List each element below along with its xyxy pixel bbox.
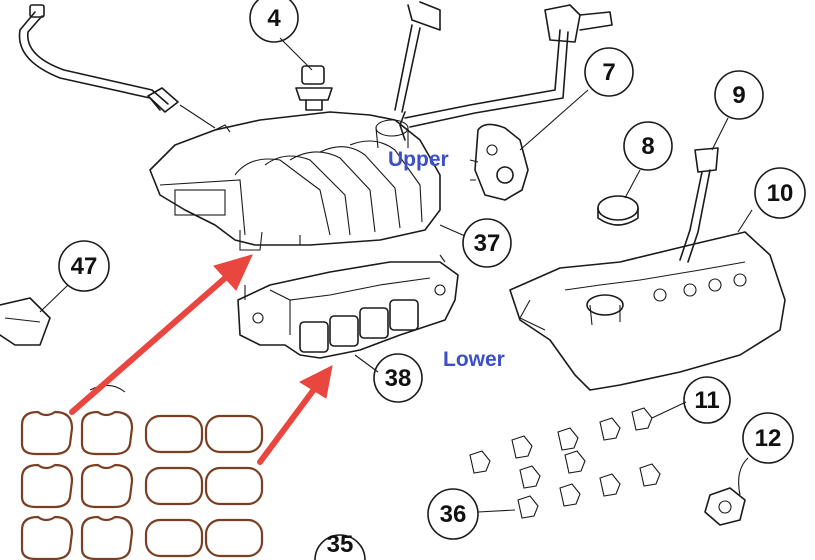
vacuum-hose — [18, 4, 216, 129]
callout-9: 9 — [714, 70, 764, 120]
callout-11: 11 — [683, 376, 731, 424]
egr-pipe — [404, 4, 613, 128]
callout-36: 36 — [427, 488, 479, 540]
gasket-upper-row-3 — [20, 515, 134, 560]
gasket-upper-row-2 — [20, 463, 134, 509]
callout-37-number: 37 — [474, 230, 501, 257]
callout-35: 35 — [314, 531, 366, 560]
callout-36-number: 36 — [440, 501, 467, 528]
callout-10-number: 10 — [767, 180, 794, 207]
callout-10: 10 — [754, 167, 806, 219]
part-8-oil-cap — [597, 169, 641, 226]
upper-intake-manifold — [149, 111, 441, 251]
callout-7: 7 — [584, 47, 634, 97]
callout-37: 37 — [439, 218, 512, 268]
callout-8: 8 — [623, 121, 673, 171]
callout-11-number: 11 — [694, 387, 719, 414]
callout-38-number: 38 — [385, 365, 412, 392]
part-4-sensor — [279, 37, 333, 111]
pcv-tube — [394, 1, 441, 141]
part-10-valve-cover — [509, 209, 786, 391]
rocker-arm-cluster — [469, 401, 687, 519]
arrow-to-lower-manifold — [257, 365, 333, 465]
part-47-bracket — [0, 284, 69, 346]
arrow-to-upper-manifold — [69, 254, 253, 415]
callout-7-number: 7 — [602, 59, 615, 86]
callout-38: 38 — [354, 353, 423, 403]
callout-9-number: 9 — [732, 82, 745, 109]
callout-12: 12 — [742, 412, 794, 464]
part-7-throttle-body — [469, 89, 589, 201]
label-lower: Lower — [443, 348, 505, 371]
intake-gasket-set — [20, 384, 264, 560]
callout-8-number: 8 — [641, 133, 654, 160]
callout-35-number: 35 — [327, 531, 354, 558]
callout-12-number: 12 — [755, 425, 782, 452]
callout-47: 47 — [58, 240, 110, 292]
callout-4-number: 4 — [267, 5, 281, 32]
lower-intake-manifold — [237, 254, 459, 359]
callout-4: 4 — [249, 0, 299, 43]
gasket-upper-row-1 — [20, 410, 134, 456]
callout-47-number: 47 — [71, 253, 98, 280]
label-upper: Upper — [388, 148, 449, 171]
part-9-sensor — [679, 117, 729, 263]
part-12-water-outlet — [704, 457, 749, 526]
